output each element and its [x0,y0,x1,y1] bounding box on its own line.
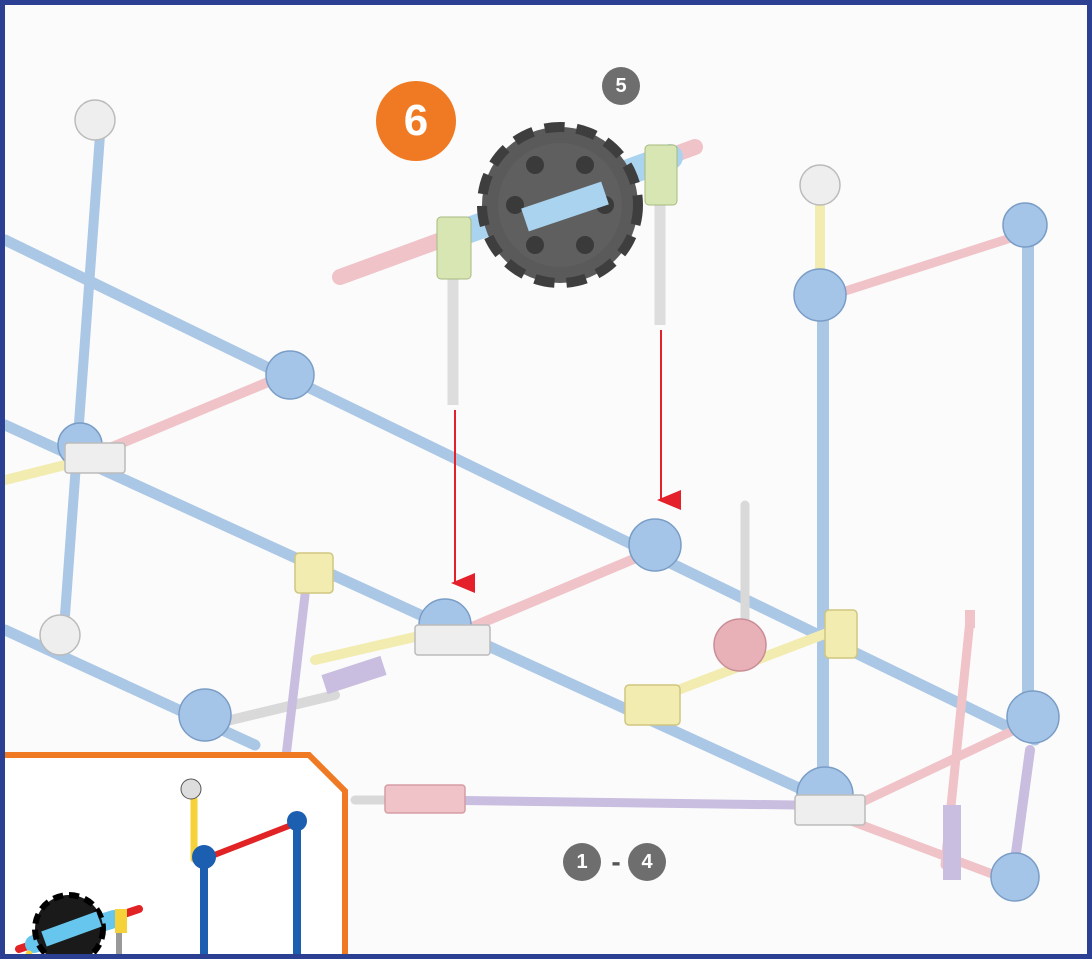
step-number-badge: 6 [376,81,456,161]
assembly-illustration [5,99,1060,902]
white-connector-icon [39,99,866,826]
completed-model-inset [5,752,348,954]
range-separator: - [611,846,621,877]
inset-gear-icon [32,892,106,954]
range-end-badge: 4 [628,843,666,881]
inset-connector-icon [115,778,307,933]
gear-icon [477,122,643,288]
range-start-badge: 1 [563,843,601,881]
part-badge-5: 5 [602,67,640,105]
down-arrow-icon [451,330,681,593]
